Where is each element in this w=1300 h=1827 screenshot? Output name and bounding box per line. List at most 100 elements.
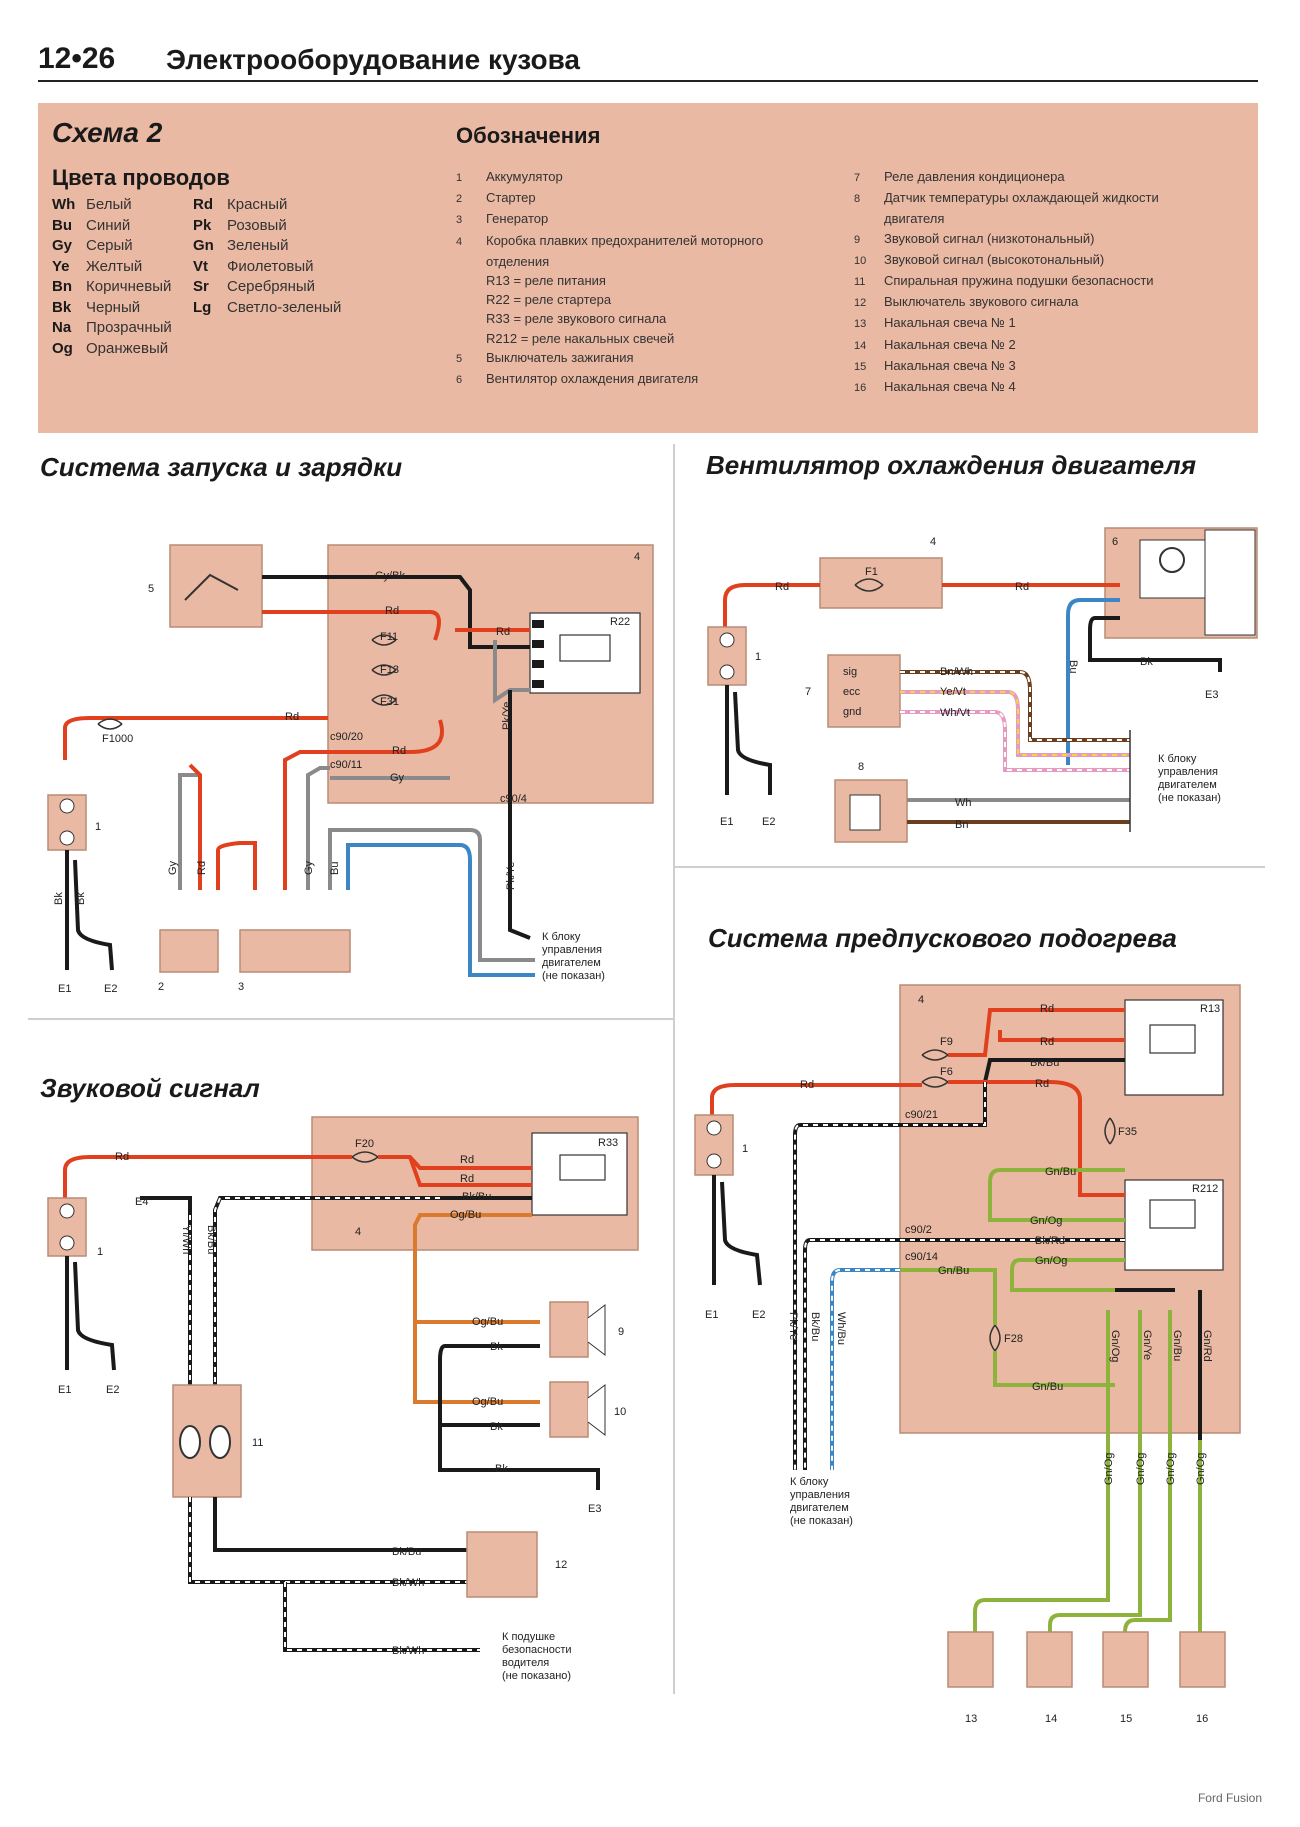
wire-gy-label-2: Gy [167,860,179,875]
designation-text: Стартер [486,190,536,206]
fuse-f1000-label: F1000 [102,733,133,745]
preheat-wire-gnye-label: Gn/Ye [1141,1330,1153,1360]
designation-text: Вентилятор охлаждения двигателя [486,371,699,387]
designation-text: R212 = реле накальных свечей [486,330,675,346]
fuse-f6-label: F6 [940,1066,953,1078]
preheat-wire-gnog-label-2: Gn/Og [1035,1255,1067,1267]
pin-gnd: gnd [843,706,861,718]
fan-wire-bnwh-label: Bn/Wh [940,666,973,678]
designation-number: 7 [854,172,861,184]
glow-plug-1 [947,1631,994,1688]
fan-wire-rd-label-1: Rd [775,581,789,593]
ac-pressure-relay [827,654,901,728]
footer: Ford Fusion [1197,1791,1262,1805]
wire-color-name: Коричневый [86,278,172,295]
starter-motor [159,929,219,973]
designation-text: двигателя [884,211,945,227]
fan-note-2: управления [1158,766,1218,778]
wire-color-name: Желтый [86,257,143,275]
horn-ground-e4: E4 [135,1196,148,1208]
fuse-f11-label: F11 [380,631,398,643]
designation-text: Звуковой сигнал (высокотональный) [884,251,1105,267]
ignition-switch [169,544,263,628]
horn-fuse-label: F20 [355,1138,374,1150]
wire-color-code: Gn [193,237,214,254]
alternator-number: 3 [238,981,244,993]
battery-horn-number: 1 [97,1246,103,1258]
relay-r22-label: R22 [610,616,630,628]
designation-text: R33 = реле звукового сигнала [486,311,667,327]
glow-plug-4-number: 16 [1196,1713,1208,1725]
designation-number: 15 [854,360,867,373]
fan-ground-e2: E2 [762,816,775,828]
wire-color-name: Белый [86,196,132,213]
wire-gy-label-1: Gy [390,772,405,784]
fan-wire-rd-label-2: Rd [1015,581,1029,593]
section-title-horn: Звуковой сигнал [40,1073,260,1103]
starting-fusebox-number: 4 [634,551,640,563]
preheat-wire-bkbu-label-1: Bk/Bu [1030,1057,1059,1069]
conn-c90-2: c90/2 [905,1224,932,1236]
alternator [239,929,351,973]
horn-wire-ogbu-label-1: Og/Bu [450,1209,481,1221]
preheat-wire-bkrd-label: Bk/Rd [1035,1235,1065,1247]
horn-wire-bk-label-2: Bk [490,1421,503,1433]
designation-item: 14 Накальная свеча № 2 [854,335,1159,356]
preheat-wire-gnog-label-3: Gn/Og [1109,1330,1121,1362]
fuse-f31-label: F31 [380,696,399,708]
fan-wire-bu-label: Bu [1067,660,1079,673]
designation-text: Аккумулятор [486,169,563,184]
fan-fuse-label: F1 [865,566,878,578]
horn-note-2: безопасности [502,1644,572,1656]
designation-text: Реле давления кондиционера [884,169,1065,184]
preheat-wire-gnog-label-4: Gn/Og [1103,1453,1115,1485]
wire-rd-label-3: Rd [285,711,299,723]
wire-color-code: Sr [193,278,209,295]
designation-text: R22 = реле стартера [486,292,612,308]
designation-text: Коробка плавких предохранителей моторног… [486,232,764,248]
designation-text: Накальная свеча № 2 [884,336,1016,352]
wire-bk-label-2: Bk [75,892,87,905]
wire-color-name: Светло-зеленый [227,298,342,316]
cooling-fan-number: 6 [1112,536,1118,548]
preheat-note-4: (не показан) [790,1515,853,1527]
pin-ecc: ecc [843,686,861,698]
designation-number: 9 [854,233,861,246]
coolant-temp-sensor-number: 8 [858,761,864,773]
section-title-starting: Система запуска и зарядки [40,452,403,482]
preheat-wire-rd-label-2: Rd [1040,1003,1054,1015]
horn-wire-ogbu-label-2: Og/Bu [472,1316,503,1328]
horn-note-1: К подушке [502,1631,555,1643]
designation-text: Накальная свеча № 4 [884,379,1016,395]
wire-color-name: Прозрачный [86,319,172,336]
fuse-f9-label: F9 [940,1036,953,1048]
designation-number: 13 [854,318,867,331]
section-divider-left [28,1018,674,1020]
header-rule [38,80,1258,82]
wire-pkye-label-1: Pk/Ye [501,702,513,730]
wire-color-code: Og [52,339,73,357]
wire-color-code: Bu [52,216,72,234]
fan-note-4: (не показан) [1158,792,1221,804]
glow-plug-4 [1179,1631,1226,1688]
horn-wire-ylwh-label-1: Yl/Wh [180,1225,192,1254]
wire-color-code: Lg [193,298,212,316]
relay-r13-label: R13 [1200,1003,1220,1015]
horn-wire-bkbu-label-1: Bk/Bu [462,1191,491,1203]
designation-number: 14 [854,339,867,352]
battery-starting-number: 1 [95,821,101,833]
designation-item: 7 Реле давления кондиционера [854,167,1159,188]
designation-number: 8 [854,193,861,206]
conn-c90-4: c90/4 [500,793,527,805]
wire-rd-label-2: Rd [496,626,510,638]
